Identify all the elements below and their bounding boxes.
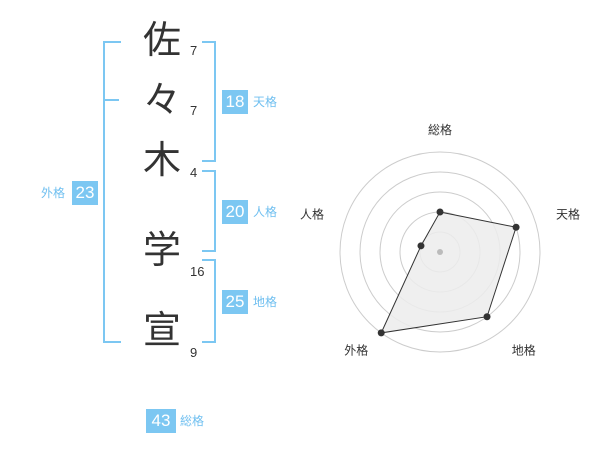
stroke-count-5: 9	[190, 345, 198, 360]
radar-grid-ring-5	[339, 151, 541, 353]
name-char-1: 佐	[142, 18, 181, 62]
radar-axis-label-2: 天格	[556, 206, 580, 221]
jinkaku-bracket	[202, 170, 216, 252]
radar-point-3	[483, 313, 491, 321]
radar-axis-label-1: 総格	[428, 122, 452, 137]
jinkaku-value: 20	[222, 200, 248, 224]
name-char-3: 木	[142, 138, 181, 182]
name-char-5: 宣	[142, 308, 181, 352]
name-char-2: 々	[142, 78, 181, 122]
radar-value-area	[380, 211, 517, 334]
chikaku-label: 地格	[253, 295, 278, 309]
radar-center-point	[437, 249, 443, 255]
tenkaku-bracket	[202, 41, 216, 162]
gaikaku-value: 23	[72, 181, 98, 205]
stroke-count-3: 4	[190, 165, 198, 180]
radar-axis-label-3: 地格	[512, 343, 536, 358]
soukaku-label: 総格	[180, 414, 205, 428]
tenkaku-label: 天格	[253, 95, 278, 109]
radar-point-5	[417, 242, 425, 250]
chikaku-bracket	[202, 259, 216, 343]
radar-point-2	[512, 223, 520, 231]
stroke-count-2: 7	[190, 103, 198, 118]
radar-axis-label-4: 外格	[344, 343, 368, 358]
gaikaku-bracket-tick	[105, 99, 119, 101]
radar-point-1	[436, 208, 444, 216]
soukaku-value: 43	[146, 409, 176, 433]
stroke-count-4: 16	[190, 264, 205, 279]
radar-grid-ring-4	[359, 171, 521, 333]
chikaku-value: 25	[222, 290, 248, 314]
radar-point-4	[377, 329, 385, 337]
tenkaku-value: 18	[222, 90, 248, 114]
name-char-4: 学	[142, 228, 181, 272]
gaikaku-label: 外格	[41, 186, 66, 200]
stroke-count-1: 7	[190, 43, 198, 58]
gaikaku-bracket	[103, 41, 121, 343]
jinkaku-label: 人格	[253, 205, 278, 219]
radar-axis-label-5: 人格	[300, 206, 324, 221]
